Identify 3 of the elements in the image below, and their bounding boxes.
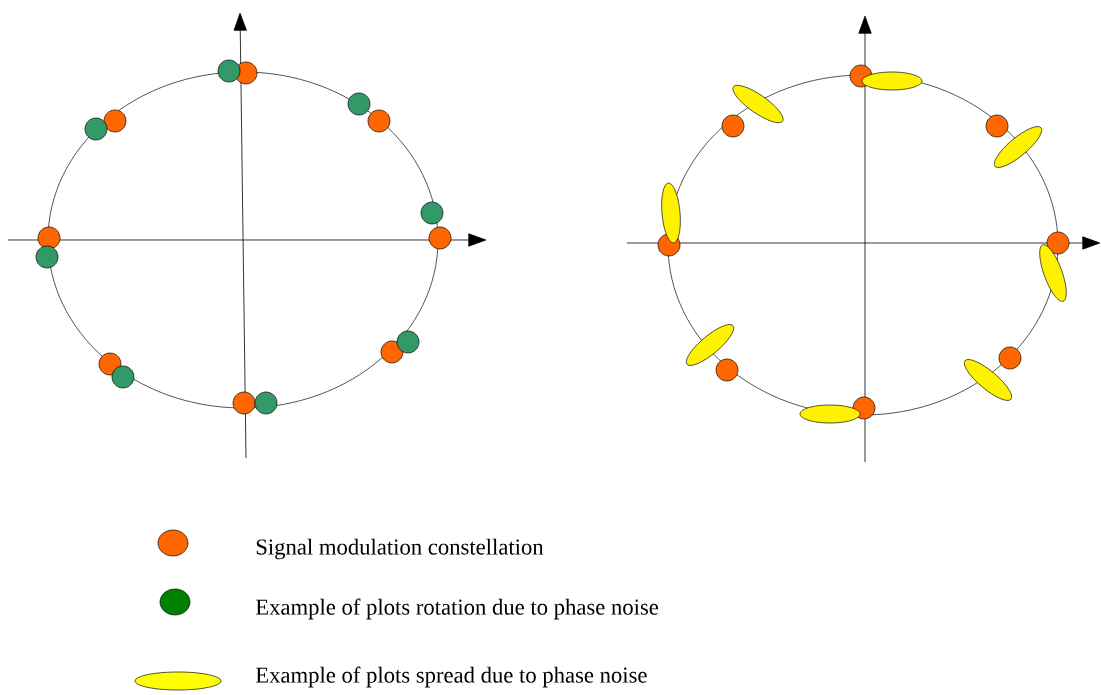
legend-text: Signal modulation constellation <box>256 538 544 560</box>
legend-text: Example of plots rotation due to phase noise <box>255 598 659 620</box>
legend-text: Example of plots spread due to phase noise <box>255 666 647 688</box>
